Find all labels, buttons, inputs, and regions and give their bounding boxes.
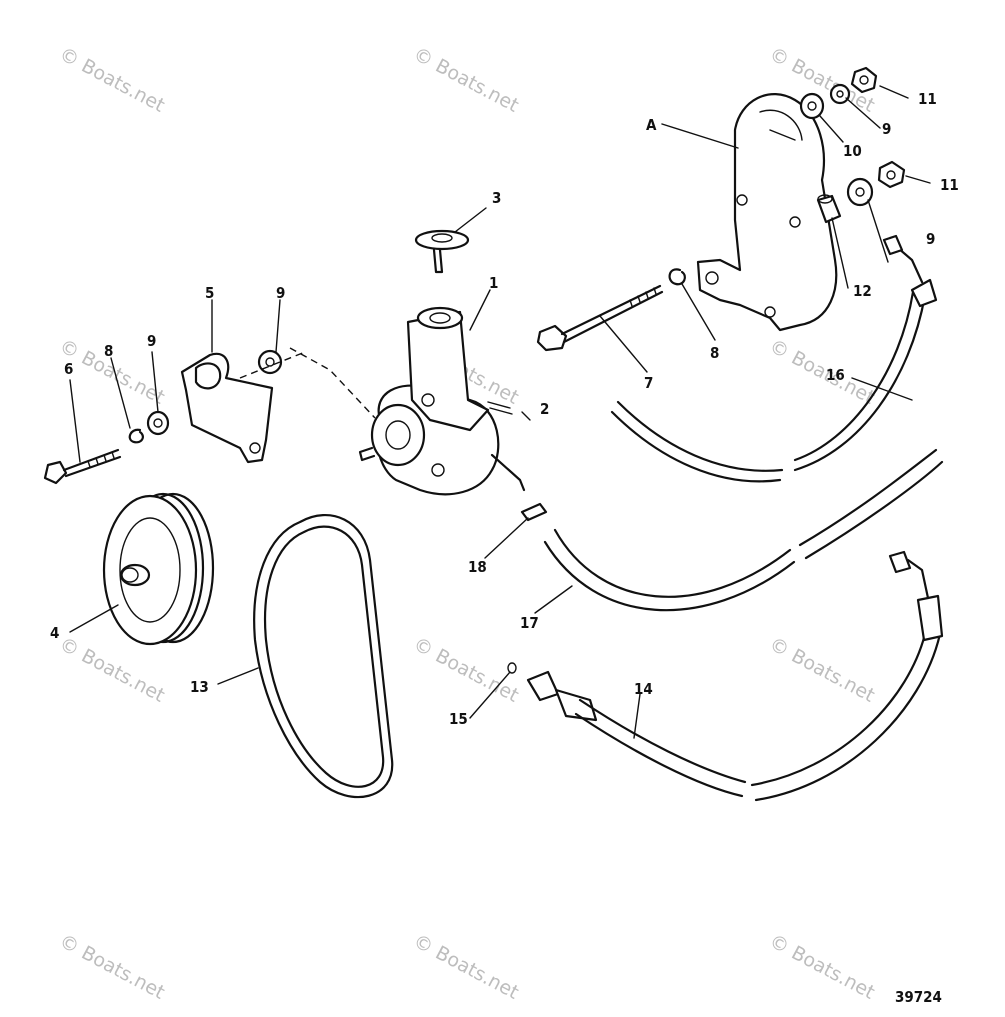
callout-8: 8 bbox=[104, 342, 113, 360]
washer-part-9[interactable] bbox=[257, 349, 283, 375]
callout-11: 11 bbox=[918, 90, 937, 108]
hose-part-14[interactable] bbox=[526, 550, 944, 802]
callout-A: A bbox=[646, 116, 657, 134]
watermark: © Boats.net bbox=[56, 930, 169, 1004]
bracket-part-A[interactable] bbox=[696, 93, 838, 332]
callout-labels: 1 2 3 4 5 6 7 8 8 9 9 9 9 10 11 11 12 13… bbox=[50, 90, 959, 728]
callout-3: 3 bbox=[492, 189, 501, 207]
watermark: © Boats.net bbox=[56, 43, 169, 117]
washer-part-9[interactable] bbox=[829, 83, 851, 105]
callout-9: 9 bbox=[882, 120, 891, 138]
callout-4: 4 bbox=[50, 624, 59, 642]
callout-15: 15 bbox=[449, 710, 468, 728]
callout-13: 13 bbox=[190, 678, 209, 696]
callout-12: 12 bbox=[853, 282, 872, 300]
bolt-part-7[interactable] bbox=[536, 284, 664, 352]
washer-part-10[interactable] bbox=[799, 92, 825, 120]
callout-16: 16 bbox=[826, 366, 845, 384]
washer-part-9[interactable] bbox=[146, 410, 170, 436]
diagram-number: 39724 bbox=[895, 988, 942, 1006]
o-ring-part-15[interactable] bbox=[507, 662, 517, 674]
fitting-part-2[interactable] bbox=[487, 401, 513, 415]
washer-part-9[interactable] bbox=[846, 177, 874, 207]
callout-5: 5 bbox=[205, 284, 214, 302]
watermark: © Boats.net bbox=[410, 930, 523, 1004]
alignment-line bbox=[289, 347, 376, 419]
nut-part-11[interactable] bbox=[850, 66, 878, 94]
lock-washer-part-8[interactable] bbox=[128, 428, 144, 444]
callout-2: 2 bbox=[540, 400, 549, 418]
leader-lines bbox=[69, 85, 931, 739]
callout-17: 17 bbox=[520, 614, 539, 632]
drive-belt-part-13[interactable] bbox=[253, 513, 394, 799]
callout-9: 9 bbox=[926, 230, 935, 248]
callout-18: 18 bbox=[468, 558, 487, 576]
watermark: © Boats.net bbox=[766, 633, 879, 707]
watermark: © Boats.net bbox=[410, 43, 523, 117]
callout-8: 8 bbox=[710, 344, 719, 362]
bracket-part-5[interactable] bbox=[180, 352, 274, 464]
callout-10: 10 bbox=[843, 142, 862, 160]
pressure-hose-part-16[interactable] bbox=[610, 234, 938, 483]
fitting-part-18[interactable] bbox=[520, 502, 548, 522]
spacer-part-12[interactable] bbox=[816, 194, 842, 224]
callout-6: 6 bbox=[64, 360, 73, 378]
pulley-part-4[interactable] bbox=[102, 492, 215, 646]
callout-9: 9 bbox=[276, 284, 285, 302]
callout-9: 9 bbox=[147, 332, 156, 350]
watermark: © Boats.net bbox=[410, 633, 523, 707]
lock-washer-part-8[interactable] bbox=[668, 268, 686, 286]
reservoir-cap-part-3[interactable] bbox=[414, 229, 470, 274]
nut-part-11[interactable] bbox=[877, 160, 906, 189]
callout-14: 14 bbox=[634, 680, 653, 698]
callout-11: 11 bbox=[940, 176, 959, 194]
watermark: © Boats.net bbox=[766, 930, 879, 1004]
callout-7: 7 bbox=[644, 374, 653, 392]
power-steering-pump-part-1[interactable] bbox=[358, 306, 526, 496]
bolt-part-6[interactable] bbox=[43, 448, 122, 485]
watermark: © Boats.net bbox=[766, 335, 879, 409]
return-hose-part-17[interactable] bbox=[543, 448, 944, 612]
callout-1: 1 bbox=[489, 274, 498, 292]
